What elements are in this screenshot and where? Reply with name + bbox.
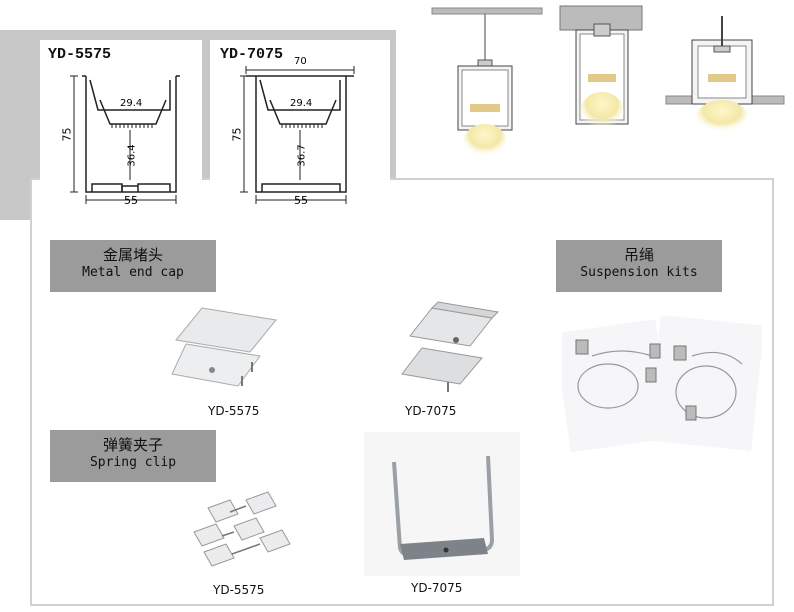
suspension-kit-image	[562, 316, 762, 453]
profile-title: YD-5575	[48, 46, 112, 63]
dim-top: 70	[294, 56, 307, 67]
profile-cross-section-7075	[240, 66, 355, 204]
dim-inner: 29.4	[290, 98, 313, 109]
dim-height: 75	[60, 127, 74, 142]
install-recessed	[665, 16, 785, 136]
dim-inner: 29.4	[120, 98, 143, 109]
dim-depth: 36.4	[126, 144, 138, 167]
spring-clip-7075-caption: YD-7075	[411, 581, 463, 595]
label-cn: 吊绳	[623, 246, 654, 264]
dim-width: 55	[124, 194, 138, 207]
label-en: Spring clip	[89, 454, 177, 470]
profile-panel-7075: YD-7075 70 29.4 36.7 75 55	[210, 40, 390, 212]
profile-cross-section-5575	[70, 75, 180, 204]
install-suspended	[431, 7, 543, 160]
section-label-suspension: 吊绳 Suspension kits	[556, 240, 722, 292]
spring-clip-5575-caption: YD-5575	[213, 583, 265, 597]
label-cn: 弹簧夹子	[102, 436, 163, 454]
label-en: Suspension kits	[580, 264, 698, 280]
install-surface-mounted	[559, 5, 643, 132]
end-cap-7075-caption: YD-7075	[405, 404, 457, 418]
label-cn: 金属堵头	[102, 246, 163, 264]
dim-width: 55	[294, 194, 308, 207]
end-cap-7075-image	[401, 301, 500, 392]
installation-illustrations	[431, 5, 785, 160]
profile-panel-5575: YD-5575 29.4 36.4 75 55	[40, 40, 202, 212]
end-cap-5575-caption: YD-5575	[208, 404, 260, 418]
profile-title: YD-7075	[220, 46, 284, 63]
label-en: Metal end cap	[82, 264, 184, 280]
dim-height: 75	[230, 127, 244, 142]
section-label-end-cap: 金属堵头 Metal end cap	[50, 240, 216, 292]
spring-clip-7075-image	[364, 432, 520, 576]
spring-clip-5575-image	[193, 491, 291, 567]
section-label-spring-clip: 弹簧夹子 Spring clip	[50, 430, 216, 482]
dim-depth: 36.7	[296, 144, 308, 167]
end-cap-5575-image	[171, 307, 277, 387]
